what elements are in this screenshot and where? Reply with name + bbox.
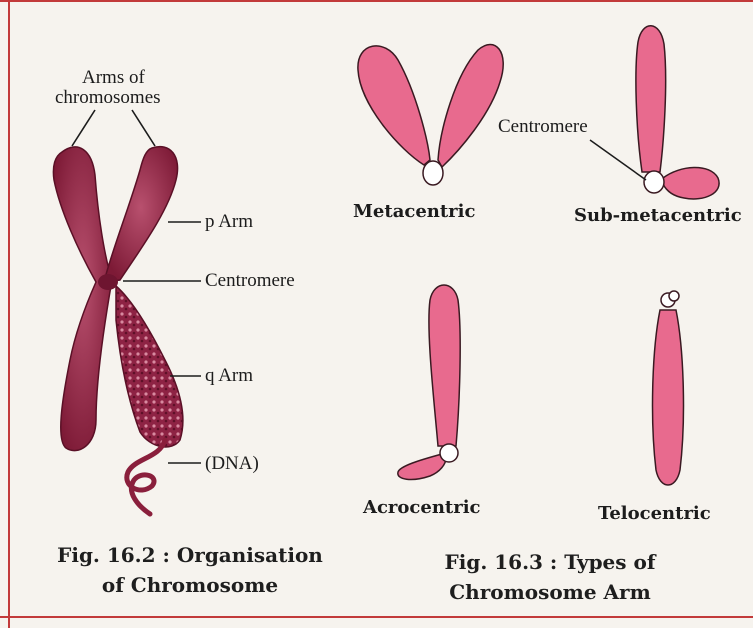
caption-fig-16-2: Fig. 16.2 : Organisation of Chromosome bbox=[40, 540, 340, 600]
label-acrocentric: Acrocentric bbox=[363, 499, 481, 517]
caption-fig-16-3: Fig. 16.3 : Types of Chromosome Arm bbox=[400, 547, 700, 607]
caption-fig2-line1: Fig. 16.2 : Organisation bbox=[40, 540, 340, 570]
label-centromere-fig3: Centromere bbox=[498, 117, 588, 136]
chromatid-right-lower-dna bbox=[116, 286, 183, 447]
label-centromere-fig2: Centromere bbox=[205, 271, 295, 290]
metacentric-chromosome bbox=[358, 44, 503, 185]
chromosome-x bbox=[53, 147, 182, 514]
pointer-centromere-submeta bbox=[590, 140, 646, 180]
label-metacentric: Metacentric bbox=[353, 203, 475, 221]
label-q-arm: q Arm bbox=[205, 366, 253, 385]
label-submetacentric: Sub-metacentric bbox=[574, 207, 742, 225]
label-telocentric: Telocentric bbox=[598, 505, 711, 523]
telocentric-chromosome bbox=[653, 291, 684, 485]
submetacentric-chromosome bbox=[636, 26, 719, 199]
label-arms-of: Arms of bbox=[82, 68, 145, 87]
caption-fig3-line2: Chromosome Arm bbox=[400, 577, 700, 607]
caption-fig2-line2: of Chromosome bbox=[40, 570, 340, 600]
acrocentric-chromosome bbox=[398, 285, 460, 479]
centromere-x bbox=[98, 274, 118, 290]
dna-strand bbox=[127, 440, 165, 514]
label-dna: (DNA) bbox=[205, 454, 259, 473]
chromatid-left bbox=[53, 147, 112, 451]
label-p-arm: p Arm bbox=[205, 212, 253, 231]
caption-fig3-line1: Fig. 16.3 : Types of bbox=[400, 547, 700, 577]
chromatid-right-upper bbox=[104, 147, 178, 282]
label-chromosomes: chromosomes bbox=[55, 88, 161, 107]
